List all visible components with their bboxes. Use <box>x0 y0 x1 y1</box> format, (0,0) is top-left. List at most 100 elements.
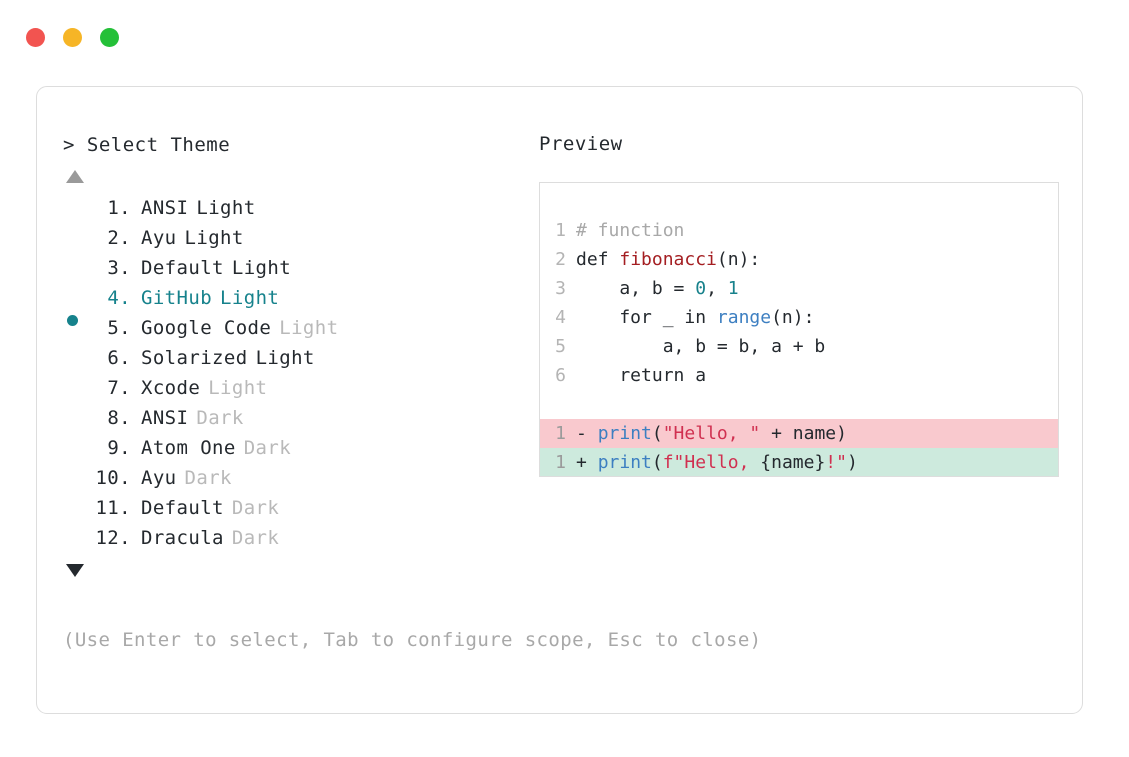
code-token: , <box>706 278 728 299</box>
theme-item-index: 2. <box>107 227 131 249</box>
theme-item-variant: Dark <box>184 467 232 489</box>
maximize-button[interactable] <box>100 28 119 47</box>
code-token: # function <box>576 220 685 241</box>
code-token: f"Hello, <box>662 452 761 473</box>
theme-item-variant: Light <box>231 257 292 279</box>
code-line: 5 a, b = b, a + b <box>540 332 1058 361</box>
code-token: for _ in <box>576 307 717 328</box>
code-line: 1 # function <box>540 216 1058 245</box>
code-line-text: a, b = 0, 1 <box>576 274 739 303</box>
theme-list-item[interactable]: 2. Ayu Light <box>63 223 533 253</box>
code-token: print <box>597 423 652 444</box>
code-line-text: print(f"Hello, {name}!") <box>597 448 858 476</box>
theme-item-index: 7. <box>107 377 131 399</box>
code-token: return a <box>576 365 707 386</box>
theme-item-index: 8. <box>107 407 131 429</box>
theme-item-name: Atom One <box>141 437 236 459</box>
theme-item-index: 12. <box>95 527 131 549</box>
code-line-text: print("Hello, " + name) <box>598 419 847 448</box>
diff-marker: + <box>576 452 598 473</box>
code-token: ( <box>651 452 663 473</box>
code-token: range <box>716 307 772 328</box>
code-token: ( <box>651 423 663 444</box>
theme-item-variant: Light <box>255 347 315 369</box>
theme-list-item[interactable]: 8. ANSI Dark <box>63 403 533 433</box>
theme-item-name: ANSI <box>141 197 189 219</box>
theme-item-index: 9. <box>107 437 131 459</box>
diff-marker: - <box>576 423 598 444</box>
window-traffic-lights <box>26 28 119 47</box>
code-token: {name} <box>760 452 826 473</box>
theme-item-variant: Dark <box>243 437 292 459</box>
line-number: 6 <box>555 365 566 386</box>
diff-line-del: 1- print("Hello, " + name) <box>540 419 1058 448</box>
triangle-down-icon[interactable] <box>66 563 84 577</box>
code-token: "Hello, " <box>662 423 761 444</box>
theme-item-name: Default <box>141 257 224 279</box>
theme-list-item[interactable]: 4. GitHub Light <box>63 283 533 326</box>
theme-item-variant: Light <box>220 287 280 309</box>
theme-item-index: 3. <box>107 257 131 279</box>
code-line: 6 return a <box>540 361 1058 390</box>
code-line-text: # function <box>576 216 684 245</box>
theme-item-variant: Dark <box>231 497 280 519</box>
theme-list-item[interactable]: 12. Dracula Dark <box>63 523 533 553</box>
code-token: def <box>576 249 620 270</box>
theme-item-index: 11. <box>95 497 131 519</box>
triangle-up-icon[interactable] <box>66 169 84 183</box>
code-line-text: return a <box>576 361 706 390</box>
code-token: 1 <box>727 278 739 299</box>
minimize-button[interactable] <box>63 28 82 47</box>
code-token: (n): <box>771 307 815 328</box>
code-token: 0 <box>695 278 707 299</box>
theme-item-name: Google Code <box>141 317 272 339</box>
code-token: + name) <box>760 423 847 444</box>
theme-item-name: GitHub <box>141 287 213 309</box>
theme-item-index: 10. <box>95 467 131 489</box>
theme-item-index: 6. <box>107 347 131 369</box>
theme-item-variant: Dark <box>231 527 280 549</box>
code-line-text: a, b = b, a + b <box>576 332 826 361</box>
code-token: fibonacci <box>619 249 717 270</box>
line-number: 1 <box>555 423 566 444</box>
line-number: 5 <box>555 336 566 357</box>
code-line-text: for _ in range(n): <box>576 303 814 332</box>
code-token: !" <box>825 452 847 473</box>
code-line: 3 a, b = 0, 1 <box>540 274 1058 303</box>
line-number: 1 <box>555 220 566 241</box>
code-token: print <box>597 452 652 473</box>
theme-item-variant: Light <box>279 317 339 339</box>
theme-item-variant: Light <box>184 227 244 249</box>
code-token: ) <box>846 452 858 473</box>
theme-item-name: Ayu <box>141 227 177 249</box>
scroll-down-row[interactable] <box>63 559 533 581</box>
theme-item-name: Dracula <box>141 527 224 549</box>
code-line: 4 for _ in range(n): <box>540 303 1058 332</box>
theme-list-item[interactable]: 3. Default Light <box>63 253 533 283</box>
keyboard-hint: (Use Enter to select, Tab to configure s… <box>63 629 762 651</box>
code-spacer <box>540 390 1058 419</box>
theme-item-name: ANSI <box>141 407 189 429</box>
theme-item-variant: Dark <box>196 407 244 429</box>
theme-list-item[interactable]: 9. Atom One Dark <box>63 433 533 463</box>
code-line-text: def fibonacci(n): <box>576 245 760 274</box>
scroll-up-row[interactable] <box>63 165 533 187</box>
page-title: > Select Theme <box>63 134 231 156</box>
theme-item-index: 4. <box>107 287 131 309</box>
line-number: 1 <box>555 452 566 473</box>
line-number: 3 <box>555 278 566 299</box>
close-button[interactable] <box>26 28 45 47</box>
theme-item-variant: Light <box>208 377 268 399</box>
